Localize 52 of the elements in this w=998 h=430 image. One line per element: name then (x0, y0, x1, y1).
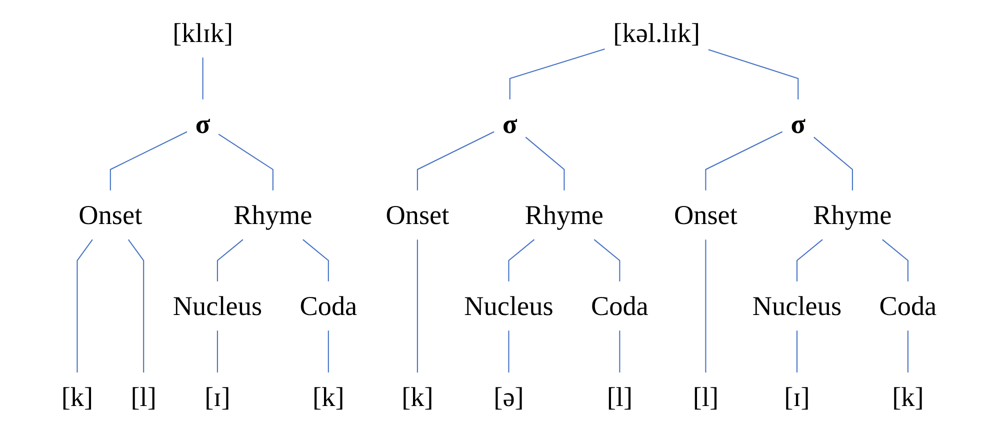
node-text: [k] (312, 382, 344, 412)
connector (882, 239, 908, 282)
connector (508, 330, 510, 372)
connector (814, 136, 853, 190)
connector (708, 49, 799, 100)
connector (796, 239, 823, 282)
node-text: [k] (892, 382, 924, 412)
connector (705, 240, 706, 372)
node-text: Nucleus (172, 290, 262, 322)
connector (796, 330, 798, 372)
connector (202, 58, 204, 100)
node-text: Coda (879, 290, 937, 322)
connector (128, 239, 144, 372)
connector (705, 131, 783, 190)
node-text: [k] (61, 382, 94, 412)
node-text: [k] (402, 382, 434, 412)
node-text: Onset (386, 200, 450, 230)
connector (525, 136, 565, 190)
connector (216, 330, 218, 372)
node-text: σ (502, 108, 518, 140)
connector (416, 240, 418, 372)
node-text: [ə] (494, 382, 524, 412)
node-text: Nucleus (464, 290, 554, 322)
node-text: σ (790, 108, 806, 140)
node-text: [ɪ] (784, 382, 810, 412)
node-text: [l] (692, 382, 719, 412)
connector (416, 131, 494, 190)
connector (76, 239, 93, 372)
node-text: [l] (606, 382, 633, 412)
connector (509, 48, 605, 100)
node-text: [l] (130, 382, 156, 412)
connector (328, 330, 329, 372)
connector (302, 239, 329, 282)
node-text: Rhyme (524, 200, 604, 230)
connector (619, 330, 620, 372)
connector (907, 330, 908, 372)
node-text: Onset (674, 200, 738, 230)
connector (508, 239, 535, 282)
node-text: Onset (78, 200, 142, 230)
node-text: [ɪ] (204, 382, 230, 412)
node-text: [klɪk] (172, 18, 234, 48)
connector (594, 239, 620, 282)
node-text: Coda (300, 290, 358, 322)
node-text: σ (195, 108, 210, 140)
node-text: Coda (590, 290, 648, 322)
connector (216, 239, 244, 282)
node-text: [kəl.lɪk] (613, 18, 700, 48)
connector (110, 131, 188, 190)
node-text: Rhyme (813, 200, 892, 230)
node-text: Nucleus (752, 290, 842, 322)
connector (218, 134, 274, 190)
node-text: Rhyme (234, 200, 312, 230)
